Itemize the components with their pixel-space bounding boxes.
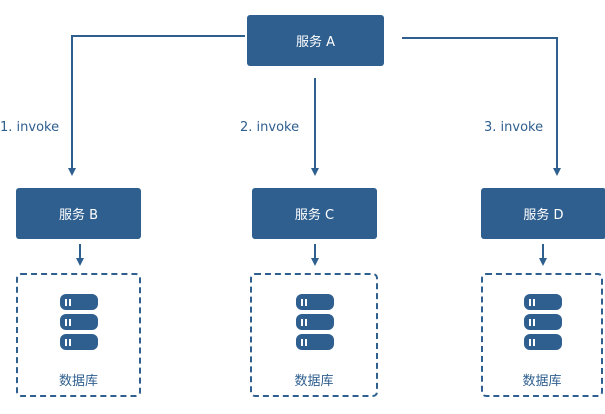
database-d-label: 数据库 <box>522 374 562 389</box>
database-b-label: 数据库 <box>58 374 98 389</box>
service-c-node[interactable]: 服务 C <box>252 188 377 239</box>
service-a-label: 服务 A <box>295 35 336 50</box>
service-b-node[interactable]: 服务 B <box>16 188 141 239</box>
service-b-label: 服务 B <box>58 208 99 223</box>
database-c-container[interactable]: 数据库 <box>250 273 378 397</box>
database-stack-icon <box>60 294 98 350</box>
edge-label-d: 3. invoke <box>484 120 544 135</box>
database-stack-icon <box>296 294 334 350</box>
database-b-container[interactable]: 数据库 <box>16 273 141 397</box>
edge-label-b: 1. invoke <box>0 120 60 135</box>
service-d-node[interactable]: 服务 D <box>481 188 605 239</box>
edge-label-c: 2. invoke <box>240 120 300 135</box>
database-c-label: 数据库 <box>294 374 334 389</box>
database-d-container[interactable]: 数据库 <box>481 273 603 397</box>
connector-a-to-d <box>402 37 561 176</box>
service-c-label: 服务 C <box>294 208 335 223</box>
database-stack-icon <box>524 294 562 350</box>
connector-a-to-b <box>68 35 245 176</box>
service-d-label: 服务 D <box>523 208 564 223</box>
service-a-node[interactable]: 服务 A <box>247 15 384 66</box>
